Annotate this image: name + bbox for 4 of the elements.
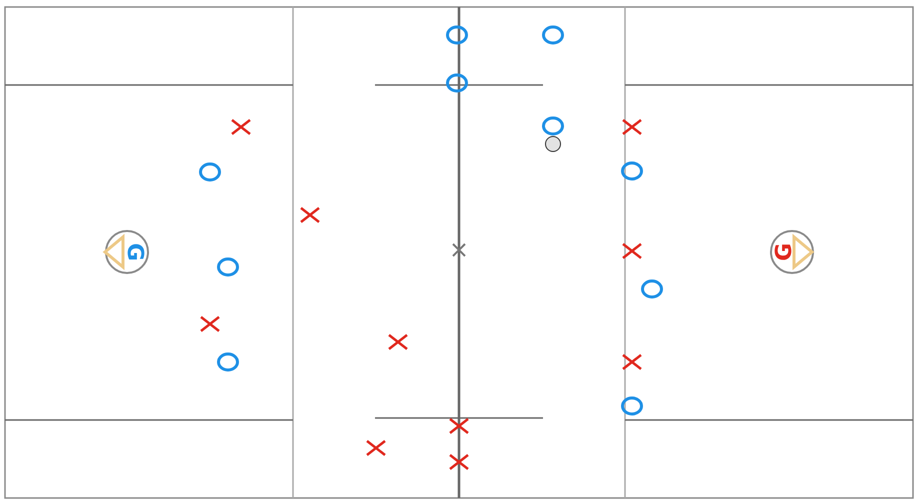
goal-label: G [123,242,145,263]
goal-label: G [774,242,796,263]
goal-circle [105,230,149,274]
goal-circle [770,230,814,274]
